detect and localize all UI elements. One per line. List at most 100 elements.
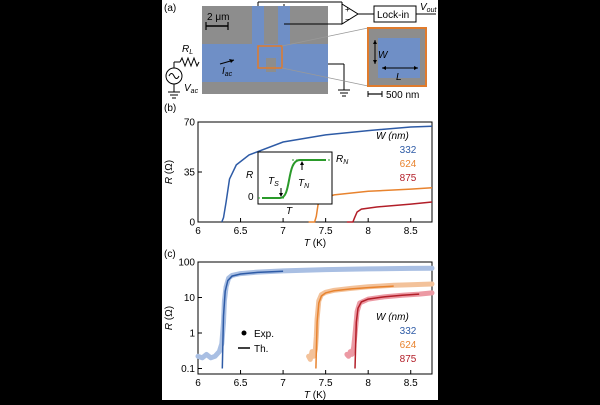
- c-exp-point-332-2: [204, 352, 209, 356]
- legend-exp-label: Exp.: [254, 329, 274, 340]
- legend-c: 332 624 875: [400, 326, 417, 365]
- b-x-tick-label-4: 8: [365, 226, 371, 237]
- b-x-tick-label-5: 8.5: [404, 226, 418, 237]
- inset-curve: [262, 159, 326, 199]
- lockin-label: Lock-in: [377, 10, 409, 21]
- b-series-332: [221, 125, 433, 223]
- c-exp-point-332-3: [209, 356, 213, 360]
- current-arrow-icon: [229, 59, 234, 63]
- c-exp-point-624-15: [430, 282, 434, 286]
- c-x-axis-label: T (K): [304, 390, 326, 400]
- b-series-875: [346, 201, 433, 223]
- v-out-label: Vout: [420, 2, 437, 14]
- ts-arrow-icon: [279, 193, 283, 197]
- inset-tn: TN: [298, 178, 310, 190]
- c-exp-point-332-15: [324, 268, 328, 272]
- c-y-tick-label-2: 10: [184, 293, 196, 304]
- c-exp-point-875-4: [352, 345, 356, 349]
- amplifier-icon: [341, 3, 359, 25]
- c-x-tick-label-5: 8.5: [404, 378, 418, 389]
- inset-l-label: L: [396, 72, 402, 83]
- b-x-tick-label-3: 7.5: [319, 226, 333, 237]
- c-exp-point-332-17: [409, 266, 413, 270]
- zoom-inset: W L 500 nm: [281, 27, 427, 101]
- b-legend-332: 332: [400, 145, 417, 156]
- figure-svg: (a) 2 μm Iac: [164, 1, 437, 401]
- panel-a-label: (a): [164, 3, 176, 14]
- inset-x-label: T: [286, 206, 293, 217]
- b-y-tick-label-1: 35: [184, 168, 196, 179]
- c-legend-332: 332: [400, 326, 417, 337]
- legend-b-title: W (nm): [376, 131, 409, 142]
- c-exp-point-624-1: [308, 357, 312, 361]
- b-y-axis-unit: (Ω): [164, 160, 175, 177]
- c-y-tick-label-0: 0.1: [181, 364, 195, 375]
- i-ac-label: Iac: [222, 66, 233, 78]
- c-x-tick-label-0: 6: [195, 378, 201, 389]
- figure-page: (a) 2 μm Iac: [162, 0, 438, 401]
- b-x-tick-label-0: 6: [195, 226, 201, 237]
- b-legend-624: 624: [400, 159, 417, 170]
- amp-plus: +: [345, 5, 350, 14]
- b-x-tick-label-2: 7: [280, 226, 286, 237]
- c-exp-point-624-14: [409, 283, 413, 287]
- c-exp-point-624-2: [310, 350, 314, 354]
- inset-channel: [378, 38, 420, 78]
- inset-rn: RN: [336, 154, 349, 166]
- c-exp-point-332-1: [200, 356, 204, 360]
- c-exp-point-332-18: [430, 266, 434, 270]
- b-x-tick-label-1: 6.5: [234, 226, 248, 237]
- resistor-icon: [179, 56, 200, 68]
- panel-c-label: (c): [164, 249, 176, 260]
- c-x-tick-label-3: 7.5: [319, 378, 333, 389]
- c-exp-point-332-16: [366, 267, 370, 271]
- b-legend-875: 875: [400, 173, 417, 184]
- c-th-line-624: [315, 285, 394, 369]
- b-y-tick-label-0: 0: [189, 218, 195, 229]
- r-l-label: RL: [182, 44, 193, 56]
- amp-minus: −: [345, 15, 350, 24]
- c-exp-point-332-0: [196, 354, 200, 358]
- c-legend-624: 624: [400, 340, 417, 351]
- micrograph: 2 μm Iac: [202, 6, 328, 94]
- constriction-gap: [266, 58, 276, 72]
- legend-exp-marker: [241, 330, 247, 336]
- l-arrow-icon: [382, 66, 418, 70]
- c-th-line-332: [221, 270, 284, 369]
- c-y-axis-var: R: [164, 323, 175, 330]
- channel-region: [202, 44, 328, 82]
- voltage-lead-left: [252, 6, 264, 50]
- tn-arrow-icon: [300, 161, 304, 165]
- c-x-axis-unit: (K): [310, 390, 326, 400]
- b-y-axis-var: R: [164, 177, 175, 184]
- panel-b-label: (b): [164, 103, 176, 114]
- voltage-lead-right: [278, 6, 290, 50]
- b-y-axis-label: R (Ω): [164, 160, 175, 184]
- c-exp-point-875-3: [350, 352, 354, 356]
- inset-y-label: R: [246, 170, 253, 181]
- b-x-axis-label: T (K): [304, 238, 326, 249]
- c-exp-point-875-12: [430, 291, 434, 295]
- c-x-axis-var: T: [304, 390, 311, 400]
- inset-zero: 0: [248, 192, 254, 203]
- c-y-axis-label: R (Ω): [164, 306, 175, 330]
- c-x-tick-label-2: 7: [280, 378, 286, 389]
- transition-inset: TS TN RN R 0 T: [246, 151, 349, 217]
- v-ac-label: Vac: [184, 83, 199, 95]
- c-exp-point-875-1: [347, 354, 351, 358]
- legend-th-label: Th.: [254, 344, 268, 355]
- c-x-tick-label-1: 6.5: [234, 378, 248, 389]
- c-y-tick-label-1: 1: [189, 329, 195, 340]
- legend-b: 332 624 875: [400, 145, 417, 184]
- scalebar-top-label: 2 μm: [207, 12, 229, 23]
- legend-c-title: W (nm): [376, 312, 409, 323]
- c-x-tick-label-4: 8: [365, 378, 371, 389]
- scalebar-inset-label: 500 nm: [386, 90, 419, 101]
- c-exp-point-332-5: [217, 350, 221, 354]
- c-y-axis-unit: (Ω): [164, 306, 175, 323]
- c-th-line-875: [354, 293, 420, 369]
- c-legend-875: 875: [400, 354, 417, 365]
- b-x-axis-var: T: [304, 238, 311, 249]
